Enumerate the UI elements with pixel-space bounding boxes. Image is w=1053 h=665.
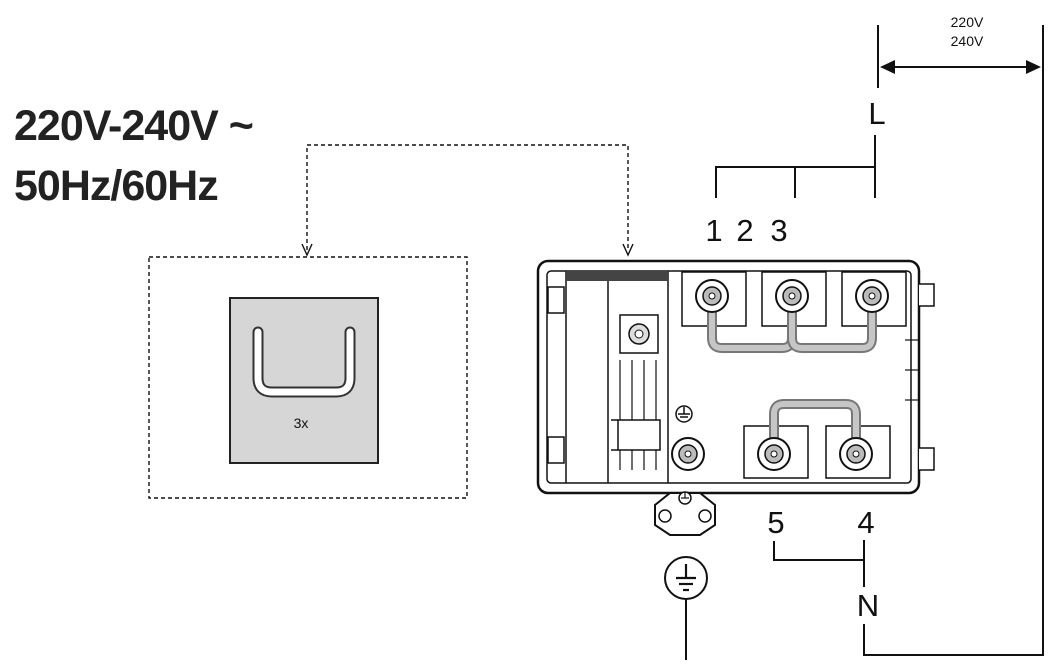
terminal-label-5: 5 [767,505,784,540]
callout-arrows [306,144,629,250]
earth-mark-icon [675,405,693,423]
terminal-block [536,259,935,495]
terminal-label-1: 1 [705,213,722,248]
double-arrow-icon [880,60,1041,74]
line-label: L [868,96,885,131]
earth-terminal-icon [654,491,716,536]
terminal-label-2: 2 [736,213,753,248]
terminal-screw-3 [855,279,889,313]
supply-frequency-label: 50Hz/60Hz [14,162,219,210]
terminal-screw-2 [775,279,809,313]
voltage-marker-bottom: 240V [951,33,984,49]
neutral-label: N [857,588,879,623]
link-5-4 [769,399,861,450]
terminal-label-4: 4 [857,505,874,540]
link-2-3 [787,300,877,353]
terminal-screw-1 [695,279,729,313]
supply-voltage-label: 220V-240V ~ [14,102,254,150]
earth-screw [671,437,705,471]
terminal-screw-4 [839,437,873,471]
terminal-screw-5 [757,437,791,471]
bridge-panel [229,297,379,464]
bridge-box [148,256,468,499]
voltage-marker-top: 220V [951,14,984,30]
wiring [715,25,1044,656]
earth-symbol-icon [664,556,708,660]
terminal-label-3: 3 [770,213,787,248]
bridge-count-label: 3x [294,415,309,431]
bridge-link-icon [252,326,356,398]
